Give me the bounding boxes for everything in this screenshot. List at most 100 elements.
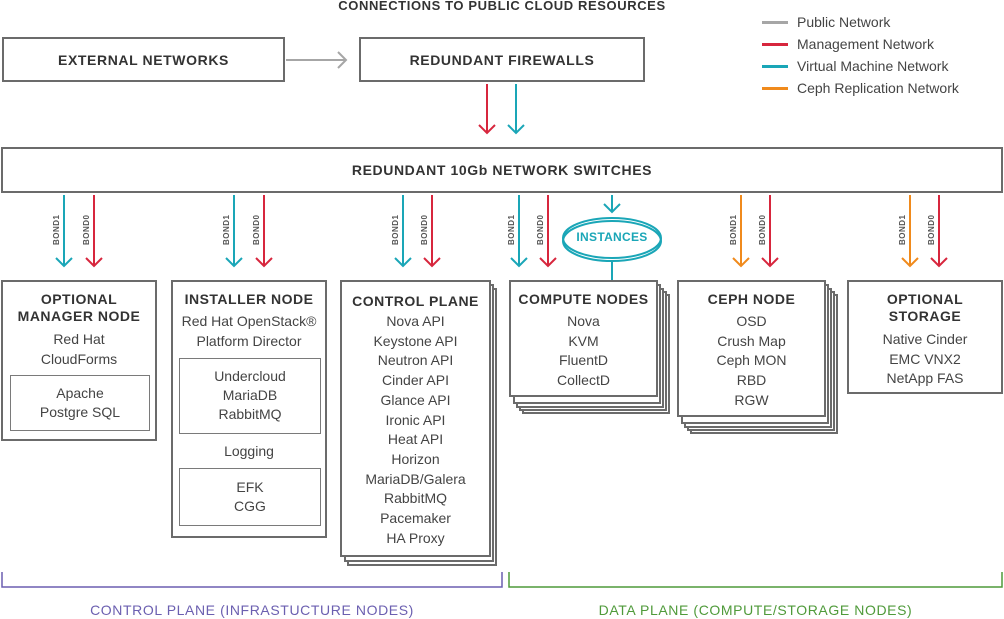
ceph-network-swatch xyxy=(762,87,788,90)
vm-network-swatch xyxy=(762,65,788,68)
compute-bond0-arrow xyxy=(539,195,557,268)
manager-db-box: Apache Postgre SQL xyxy=(10,375,150,431)
instances-arrow xyxy=(603,195,621,214)
list-item: Heat API xyxy=(387,431,444,448)
firewall-management-arrow xyxy=(478,84,496,135)
storage-bond0-arrow xyxy=(930,195,948,268)
firewall-vm-arrow xyxy=(507,84,525,135)
list-item: CGG xyxy=(234,498,266,514)
list-item: RabbitMQ xyxy=(218,406,282,422)
management-network-swatch xyxy=(762,43,788,46)
list-item: Horizon xyxy=(391,450,440,467)
bond0-label: BOND0 xyxy=(252,214,261,245)
control-bond0-arrow xyxy=(423,195,441,268)
manager-bond1-arrow xyxy=(55,195,73,268)
manager-node-box: OPTIONAL MANAGER NODE Red Hat CloudForms… xyxy=(1,280,157,441)
data-plane-bracket xyxy=(508,572,1003,588)
manager-bond0-arrow xyxy=(85,195,103,268)
control-plane-bracket xyxy=(1,572,503,588)
list-item: Ceph MON xyxy=(716,352,787,369)
list-item: Pacemaker xyxy=(380,510,451,527)
list-item: MariaDB/Galera xyxy=(365,470,466,487)
network-switches-box: REDUNDANT 10Gb NETWORK SWITCHES xyxy=(1,147,1003,193)
manager-node-title-1: OPTIONAL xyxy=(40,291,118,307)
legend-label: Public Network xyxy=(797,14,891,30)
list-item: Glance API xyxy=(380,391,451,408)
list-item: CollectD xyxy=(557,372,610,389)
bond1-label: BOND1 xyxy=(222,214,231,245)
list-item: EMC VNX2 xyxy=(889,350,961,367)
external-networks-box: EXTERNAL NETWORKS xyxy=(2,37,285,82)
list-item: Platform Director xyxy=(196,332,302,349)
list-item: Red Hat OpenStack® xyxy=(181,313,317,329)
legend-label: Ceph Replication Network xyxy=(797,80,959,96)
storage-node-box: OPTIONAL STORAGE Native Cinder EMC VNX2 … xyxy=(847,280,1003,394)
compute-nodes-title: COMPUTE NODES xyxy=(518,291,649,307)
bond0-label: BOND0 xyxy=(758,214,767,245)
bond0-label: BOND0 xyxy=(536,214,545,245)
bond1-label: BOND1 xyxy=(898,214,907,245)
compute-nodes-items: Nova KVM FluentD CollectD xyxy=(511,312,656,391)
storage-bond1-arrow xyxy=(901,195,919,268)
storage-node-title-1: OPTIONAL xyxy=(886,291,964,307)
bond0-label: BOND0 xyxy=(82,214,91,245)
public-network-arrow xyxy=(286,51,348,69)
ceph-node-title: CEPH NODE xyxy=(707,291,796,307)
network-switches-label: REDUNDANT 10Gb NETWORK SWITCHES xyxy=(351,162,653,178)
installer-node-box: INSTALLER NODE Red Hat OpenStack® Platfo… xyxy=(171,280,327,538)
compute-nodes-box: COMPUTE NODES Nova KVM FluentD CollectD xyxy=(509,280,658,397)
redundant-firewalls-label: REDUNDANT FIREWALLS xyxy=(409,51,595,68)
list-item: EFK xyxy=(236,479,264,495)
installer-node-title: INSTALLER NODE xyxy=(184,291,314,307)
compute-bond1-arrow xyxy=(510,195,528,268)
storage-node-items: Native Cinder EMC VNX2 NetApp FAS xyxy=(849,330,1001,389)
public-network-swatch xyxy=(762,21,788,24)
undercloud-box: Undercloud MariaDB RabbitMQ xyxy=(179,358,321,434)
installer-bond1-arrow xyxy=(225,195,243,268)
list-item: Native Cinder xyxy=(882,331,968,347)
list-item: Keystone API xyxy=(373,332,458,349)
list-item: CloudForms xyxy=(40,350,118,367)
redundant-firewalls-box: REDUNDANT FIREWALLS xyxy=(359,37,645,82)
bond1-label: BOND1 xyxy=(729,214,738,245)
bond1-label: BOND1 xyxy=(507,214,516,245)
control-plane-items: Nova API Keystone API Neutron API Cinder… xyxy=(342,312,489,548)
installer-node-subtitle: Red Hat OpenStack® Platform Director xyxy=(173,312,325,351)
data-plane-footer: DATA PLANE (COMPUTE/STORAGE NODES) xyxy=(598,602,913,618)
diagram-title: CONNECTIONS TO PUBLIC CLOUD RESOURCES xyxy=(338,0,666,13)
list-item: RBD xyxy=(736,372,767,389)
list-item: Undercloud xyxy=(214,368,286,384)
control-plane-title: CONTROL PLANE xyxy=(352,293,479,309)
list-item: Neutron API xyxy=(377,352,454,369)
list-item: FluentD xyxy=(558,352,609,369)
list-item: OSD xyxy=(736,313,767,329)
ceph-bond1-arrow xyxy=(732,195,750,268)
legend-label: Management Network xyxy=(797,36,934,52)
control-bond1-arrow xyxy=(394,195,412,268)
manager-node-title-2: MANAGER NODE xyxy=(17,308,141,324)
manager-node-items: Red Hat CloudForms xyxy=(3,330,155,369)
installer-bond0-arrow xyxy=(255,195,273,268)
bond1-label: BOND1 xyxy=(52,214,61,245)
bond0-label: BOND0 xyxy=(420,214,429,245)
list-item: MariaDB xyxy=(222,387,278,403)
ceph-node-items: OSD Crush Map Ceph MON RBD RGW xyxy=(679,312,824,411)
external-networks-label: EXTERNAL NETWORKS xyxy=(58,51,229,68)
list-item: Ironic API xyxy=(385,411,446,428)
logging-box: EFK CGG xyxy=(179,468,321,526)
logging-label: Logging xyxy=(224,443,274,459)
list-item: HA Proxy xyxy=(386,529,445,546)
legend-label: Virtual Machine Network xyxy=(797,58,949,74)
bond0-label: BOND0 xyxy=(927,214,936,245)
list-item: Postgre SQL xyxy=(39,404,121,420)
list-item: Crush Map xyxy=(717,332,786,349)
list-item: RabbitMQ xyxy=(383,490,448,507)
instances-label: INSTANCES xyxy=(576,230,648,244)
instances-ellipse xyxy=(562,217,662,262)
bond1-label: BOND1 xyxy=(391,214,400,245)
control-plane-footer: CONTROL PLANE (INFRASTUCTURE NODES) xyxy=(90,602,414,618)
list-item: RGW xyxy=(734,391,769,408)
list-item: Apache xyxy=(56,385,104,401)
storage-node-title-2: STORAGE xyxy=(888,308,962,324)
